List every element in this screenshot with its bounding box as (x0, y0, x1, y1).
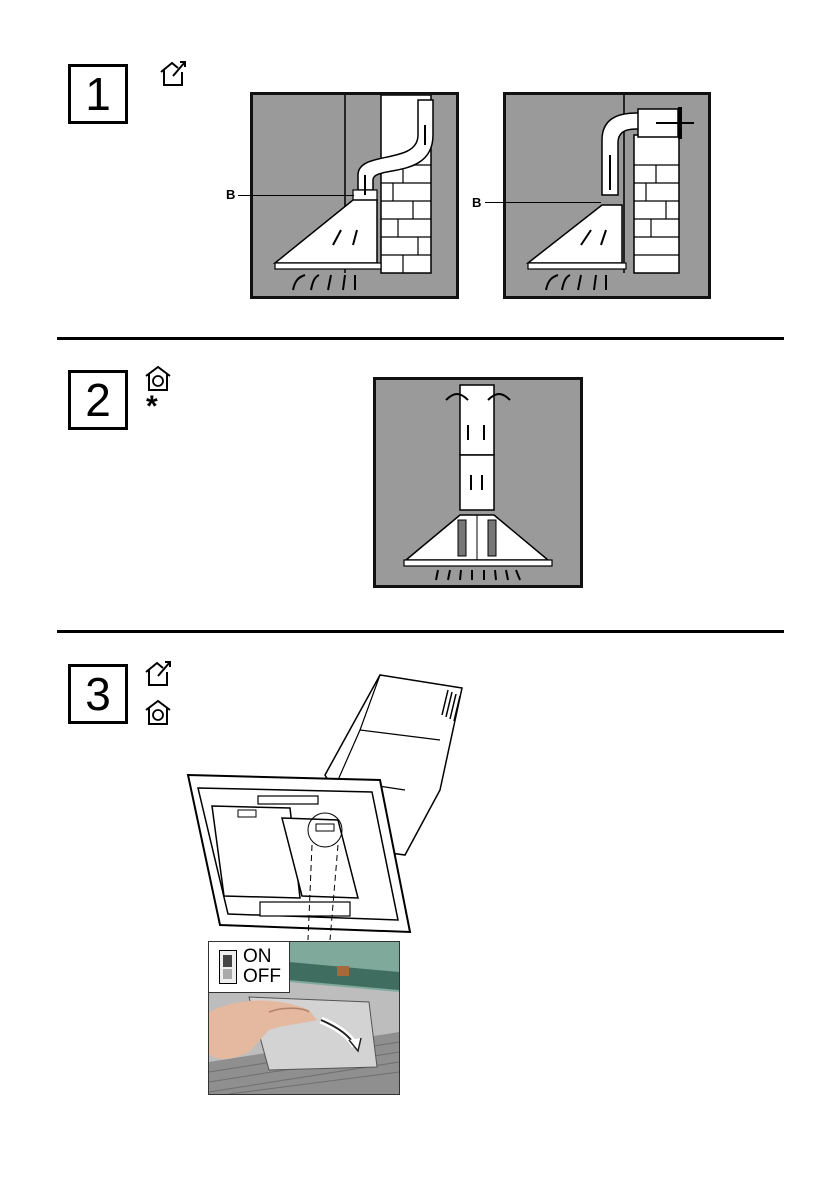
house-exhaust-icon-step3 (143, 658, 173, 688)
ducted-horizontal-panel (503, 92, 711, 299)
step-1-number: 1 (85, 71, 111, 117)
asterisk-icon: * (146, 392, 158, 422)
divider-1 (57, 337, 784, 340)
onoff-switch-label: ON OFF (209, 942, 290, 993)
step-3-box: 3 (68, 664, 128, 724)
hood-underside-drawing (180, 670, 480, 940)
switch-on-label: ON (243, 947, 272, 967)
step-2-number: 2 (85, 377, 111, 423)
label-b-right: B (472, 195, 481, 210)
label-b-left-line (238, 195, 354, 196)
label-b-right-line (485, 202, 601, 203)
house-recirculation-icon (143, 364, 173, 392)
step-2-box: 2 (68, 370, 128, 430)
house-exhaust-icon (158, 58, 188, 88)
divider-2 (57, 630, 784, 633)
toggle-switch-icon (219, 950, 237, 984)
step-1-box: 1 (68, 64, 128, 124)
step-3-number: 3 (85, 671, 111, 717)
house-recirculation-icon-step3 (143, 698, 173, 726)
label-b-left: B (226, 187, 235, 202)
switch-off-label: OFF (243, 967, 281, 987)
recirculation-panel (373, 377, 583, 588)
